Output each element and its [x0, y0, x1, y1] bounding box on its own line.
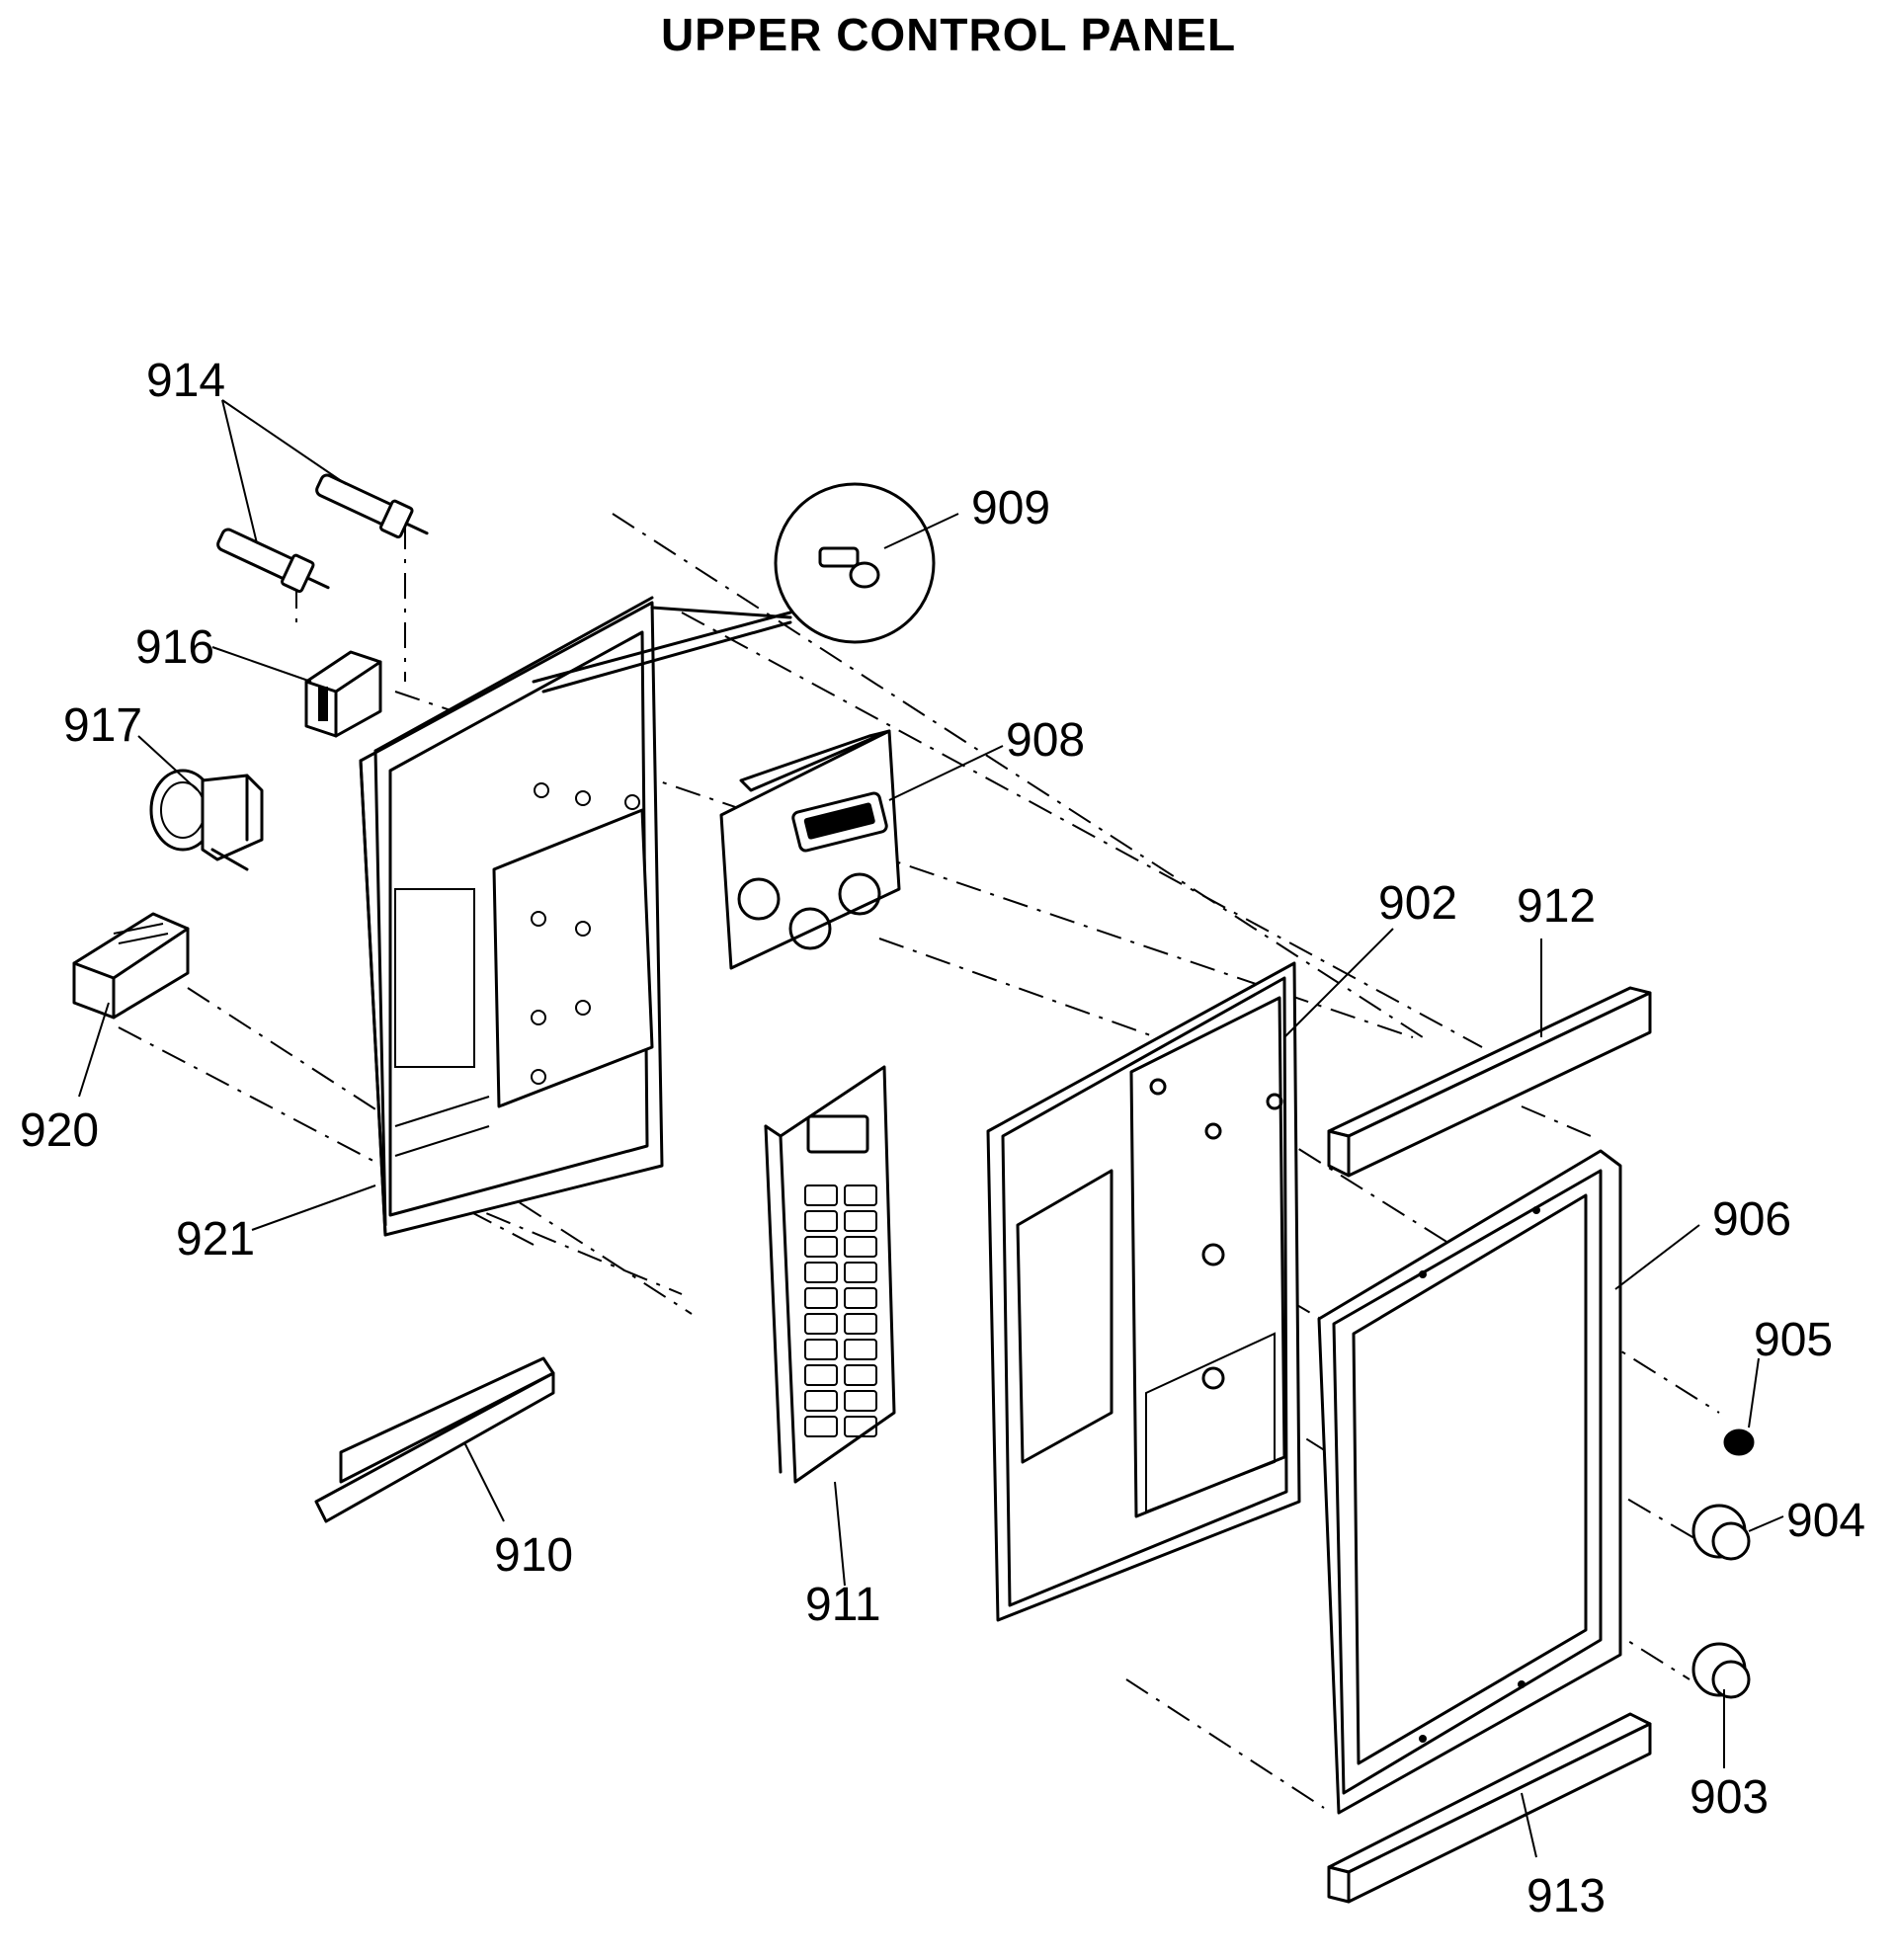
part-911-keypad	[764, 1065, 896, 1484]
keypad-key	[844, 1313, 877, 1335]
part-908-control-board	[719, 729, 901, 970]
keypad-key	[804, 1262, 838, 1283]
callout-906: 906	[1712, 1193, 1791, 1246]
keypad-key	[844, 1262, 877, 1283]
part-905-knob	[1723, 1429, 1755, 1456]
part-913-trim-strip	[1327, 1712, 1652, 1904]
callout-912: 912	[1517, 880, 1596, 933]
keypad-key	[844, 1390, 877, 1412]
callout-902: 902	[1378, 877, 1457, 930]
keypad-key	[804, 1313, 838, 1335]
keypad-key	[804, 1339, 838, 1360]
keypad-key	[804, 1416, 838, 1437]
keypad-key	[804, 1364, 838, 1386]
callout-913: 913	[1526, 1870, 1606, 1922]
part-912-trim-strip	[1327, 986, 1652, 1178]
keypad-key	[844, 1416, 877, 1437]
keypad-key	[804, 1184, 838, 1206]
part-921-frame	[359, 596, 792, 1237]
diagram-title: UPPER CONTROL PANEL	[660, 9, 1237, 60]
keypad-key	[844, 1339, 877, 1360]
part-916-switch	[304, 650, 382, 738]
keypad-key	[804, 1236, 838, 1258]
keypad-key	[844, 1210, 877, 1232]
part-904-knob	[1691, 1504, 1751, 1561]
part-902-panel-face	[986, 961, 1301, 1622]
callout-labels: 914 916 917 920 921 909 908 902 912 906 …	[20, 355, 1865, 1922]
keypad-key	[844, 1364, 877, 1386]
callout-909: 909	[971, 482, 1050, 534]
keypad-key	[804, 1390, 838, 1412]
keypad-key	[844, 1236, 877, 1258]
callout-908: 908	[1006, 714, 1085, 767]
leader-lines	[78, 399, 1784, 1858]
part-914-terminals	[216, 473, 429, 594]
callout-911: 911	[805, 1579, 881, 1631]
callout-917: 917	[63, 699, 142, 752]
callout-903: 903	[1690, 1771, 1769, 1824]
callout-920: 920	[20, 1104, 99, 1157]
callout-905: 905	[1754, 1314, 1833, 1366]
keypad-key	[804, 1287, 838, 1309]
callout-904: 904	[1786, 1495, 1865, 1547]
callout-910: 910	[494, 1529, 573, 1582]
callout-921: 921	[176, 1213, 255, 1266]
callout-916: 916	[135, 621, 214, 674]
part-920-relay	[72, 912, 190, 1020]
part-903-knob	[1691, 1642, 1751, 1699]
keypad-key	[844, 1287, 877, 1309]
callout-914: 914	[146, 355, 225, 407]
part-906-trim-frame	[1317, 1149, 1622, 1815]
part-909-connector-detail	[774, 482, 936, 644]
part-910-bracket	[314, 1356, 555, 1523]
keypad-key	[804, 1210, 838, 1232]
keypad-key	[844, 1184, 877, 1206]
part-917-timer	[149, 769, 264, 871]
